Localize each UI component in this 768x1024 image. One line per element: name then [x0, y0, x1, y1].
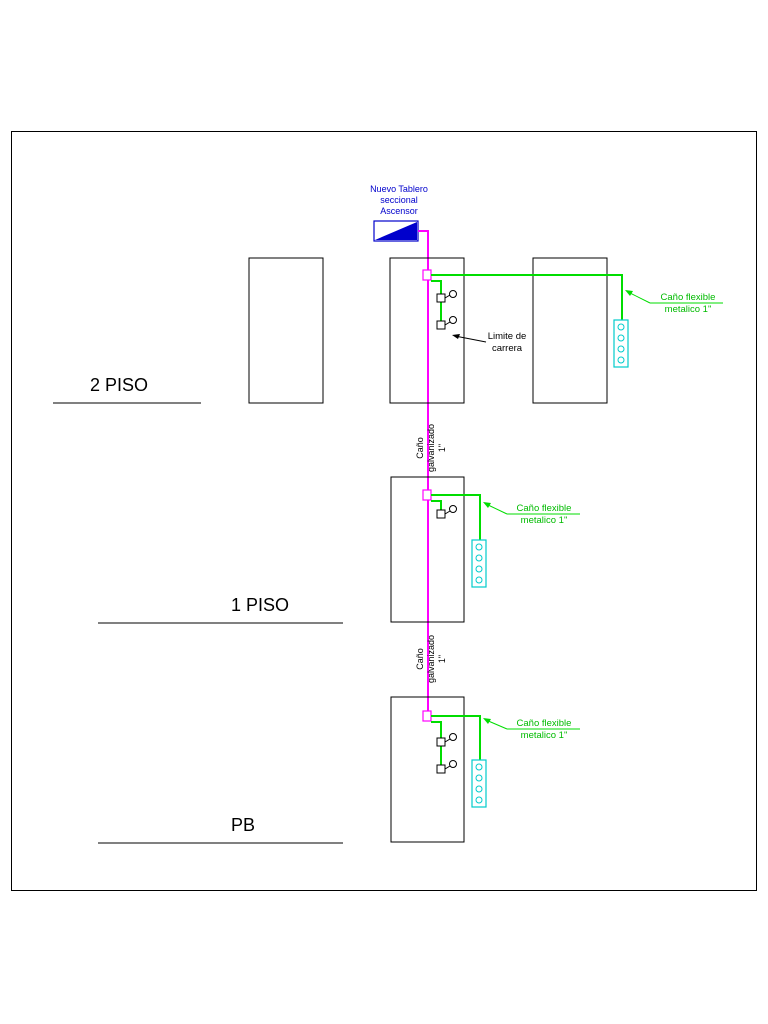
riser-label-lower-line1: Caño — [415, 648, 425, 670]
galvanized-riser — [418, 230, 429, 716]
riser-label-upper-line3: 1" — [437, 444, 447, 452]
terminal-strip-floor1 — [471, 539, 487, 588]
flex-leader-floor2 — [627, 291, 651, 304]
limit-switch-floor2-b — [436, 316, 457, 330]
panel-fill — [375, 222, 417, 240]
floor-label-ground: PB — [231, 815, 255, 835]
terminal-strip-floor2 — [613, 319, 629, 368]
flex-leader-arrow-floor2 — [625, 290, 633, 296]
flex-label-floor2-line1: Caño flexible — [661, 292, 716, 303]
flex-label-ground-line1: Caño flexible — [517, 718, 572, 729]
panel-label-line1: Nuevo Tablero — [370, 184, 428, 194]
flex-conduit-switch-drop-floor2 — [431, 280, 442, 324]
junction-box-floor2 — [422, 269, 432, 281]
flex-conduit-switch-drop-floor1 — [431, 500, 442, 512]
flex-label-floor1-line2: metalico 1" — [521, 515, 568, 526]
flex-conduit-switch-drop-ground — [431, 721, 442, 768]
limit-switch-label-line2: carrera — [492, 343, 523, 354]
limit-switch-floor1 — [436, 505, 457, 519]
hoistway-center-floor2 — [389, 257, 465, 404]
limit-switch-floor2-a — [436, 290, 457, 303]
limit-switch-ground-b — [436, 760, 457, 774]
junction-box-floor1 — [422, 489, 432, 501]
riser-label-upper-line2: galvanizado — [426, 424, 436, 472]
terminal-strip-ground — [471, 759, 487, 808]
floor-label-1: 1 PISO — [231, 595, 289, 615]
flex-leader-arrow-floor1 — [483, 502, 491, 508]
hoistway-center-floor1 — [390, 476, 465, 623]
flex-conduit-floor1 — [431, 494, 481, 540]
limit-switch-leader-arrow — [452, 334, 460, 339]
limit-switch-leader — [454, 335, 487, 343]
floor-1: 1 PISO Caño flexible metalico 1" Caño ga… — [98, 476, 580, 683]
hoistway-center-ground — [390, 696, 465, 843]
limit-switch-label-line1: Limite de — [488, 331, 527, 342]
panel-label-line2: seccional — [380, 195, 418, 205]
hoistway-left — [248, 257, 324, 404]
riser-label-lower: Caño galvanizado 1" — [415, 635, 447, 683]
flex-leader-floor1 — [485, 503, 508, 515]
junction-box-ground — [422, 710, 432, 722]
riser-label-upper-line1: Caño — [415, 437, 425, 459]
flex-leader-arrow-ground — [483, 718, 491, 724]
flex-label-ground-line2: metalico 1" — [521, 730, 568, 741]
flex-label-floor1-line1: Caño flexible — [517, 503, 572, 514]
limit-switch-ground-a — [436, 733, 457, 747]
drawing-border — [11, 131, 757, 891]
floor-2: 2 PISO Limite de carrera — [53, 257, 723, 472]
flex-label-floor2-line2: metalico 1" — [665, 304, 712, 315]
riser-label-lower-line3: 1" — [437, 655, 447, 663]
riser-label-upper: Caño galvanizado 1" — [415, 424, 447, 472]
flex-conduit-floor2 — [431, 274, 623, 320]
floor-label-2: 2 PISO — [90, 375, 148, 395]
hoistway-right — [532, 257, 608, 404]
flex-conduit-ground — [431, 715, 481, 760]
floor-ground: PB Caño flexible metalico 1" — [98, 696, 580, 844]
panel-label-line3: Ascensor — [380, 206, 418, 216]
elevator-panel: Nuevo Tablero seccional Ascensor — [370, 184, 428, 242]
riser-label-lower-line2: galvanizado — [426, 635, 436, 683]
